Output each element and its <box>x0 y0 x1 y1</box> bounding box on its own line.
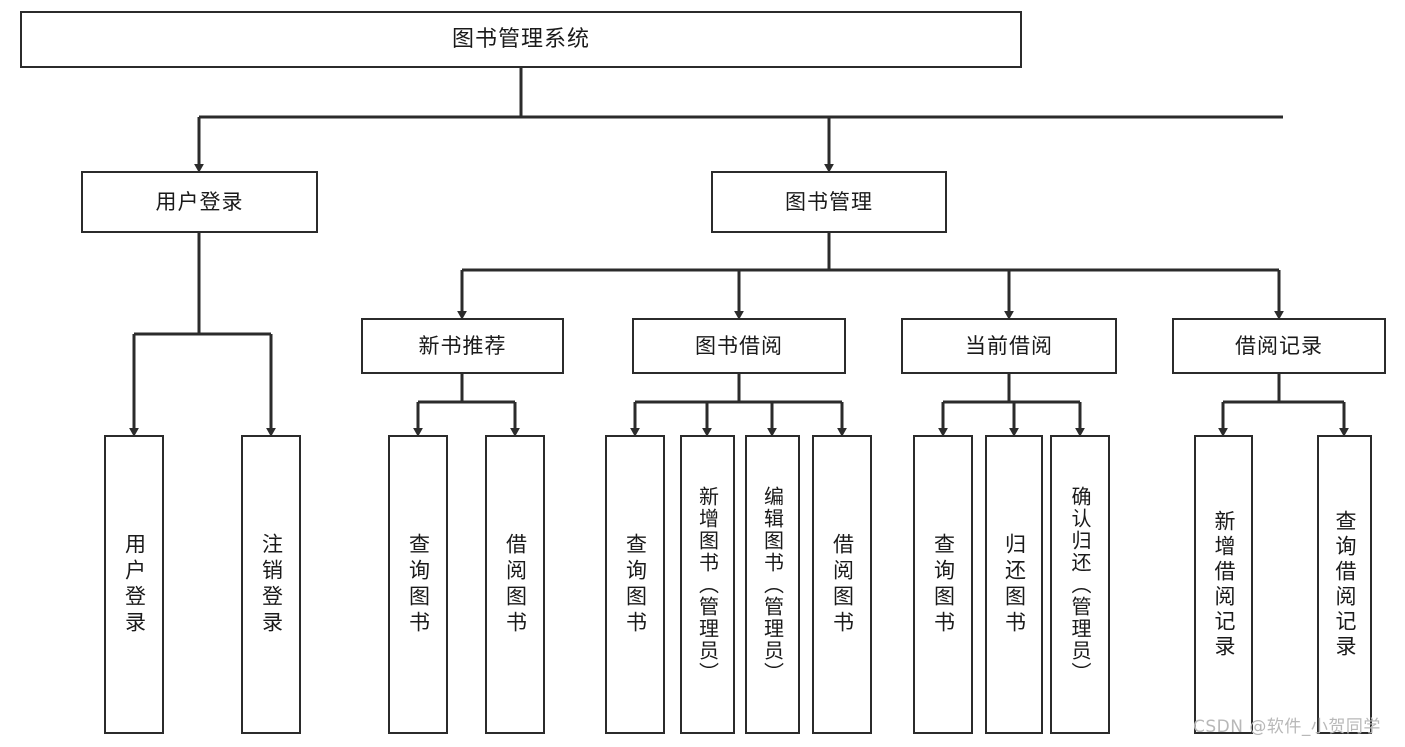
node-book-borrow-label: 图书借阅 <box>695 333 783 358</box>
node-leaf-add-book-admin[interactable]: 新增图书（管理员） <box>680 435 735 734</box>
node-book-manage[interactable]: 图书管理 <box>711 171 947 233</box>
node-borrow-record[interactable]: 借阅记录 <box>1172 318 1386 374</box>
node-book-manage-label: 图书管理 <box>785 189 873 214</box>
node-leaf-query-book-recommend[interactable]: 查询图书 <box>388 435 448 734</box>
node-new-book-recommend[interactable]: 新书推荐 <box>361 318 564 374</box>
node-leaf-query-borrow-record-label: 查询借阅记录 <box>1333 509 1357 660</box>
node-leaf-add-borrow-record[interactable]: 新增借阅记录 <box>1194 435 1253 734</box>
node-current-borrow[interactable]: 当前借阅 <box>901 318 1117 374</box>
node-leaf-borrow-book-recommend[interactable]: 借阅图书 <box>485 435 545 734</box>
node-new-book-recommend-label: 新书推荐 <box>418 333 507 358</box>
node-leaf-borrow-book-recommend-label: 借阅图书 <box>503 532 528 637</box>
node-leaf-add-borrow-record-label: 新增借阅记录 <box>1212 509 1236 660</box>
node-leaf-return-book-label: 归还图书 <box>1002 532 1027 637</box>
node-current-borrow-label: 当前借阅 <box>965 333 1053 358</box>
node-leaf-borrow-book[interactable]: 借阅图书 <box>812 435 872 734</box>
node-leaf-user-login[interactable]: 用户登录 <box>104 435 164 734</box>
node-user-login[interactable]: 用户登录 <box>81 171 318 233</box>
node-leaf-confirm-return-admin[interactable]: 确认归还（管理员） <box>1050 435 1110 734</box>
node-leaf-add-book-admin-label: 新增图书（管理员） <box>695 485 720 684</box>
node-leaf-logout-login[interactable]: 注销登录 <box>241 435 301 734</box>
node-root[interactable]: 图书管理系统 <box>20 11 1022 68</box>
node-leaf-user-login-label: 用户登录 <box>122 532 147 637</box>
node-book-borrow[interactable]: 图书借阅 <box>632 318 846 374</box>
node-root-label: 图书管理系统 <box>451 26 590 52</box>
watermark: CSDN @软件_小贺同学 <box>1193 717 1381 737</box>
node-borrow-record-label: 借阅记录 <box>1235 333 1323 358</box>
node-leaf-edit-book-admin-label: 编辑图书（管理员） <box>760 485 785 684</box>
node-leaf-edit-book-admin[interactable]: 编辑图书（管理员） <box>745 435 800 734</box>
node-leaf-query-book-current[interactable]: 查询图书 <box>913 435 973 734</box>
node-leaf-query-book-recommend-label: 查询图书 <box>406 532 431 637</box>
node-leaf-query-book-borrow-label: 查询图书 <box>623 532 648 637</box>
node-leaf-query-book-borrow[interactable]: 查询图书 <box>605 435 665 734</box>
node-leaf-query-book-current-label: 查询图书 <box>931 532 956 637</box>
node-leaf-confirm-return-admin-label: 确认归还（管理员） <box>1068 485 1092 684</box>
node-user-login-label: 用户登录 <box>155 189 244 214</box>
node-leaf-borrow-book-label: 借阅图书 <box>830 532 855 637</box>
node-leaf-logout-login-label: 注销登录 <box>259 532 284 637</box>
node-leaf-query-borrow-record[interactable]: 查询借阅记录 <box>1317 435 1372 734</box>
node-leaf-return-book[interactable]: 归还图书 <box>985 435 1043 734</box>
